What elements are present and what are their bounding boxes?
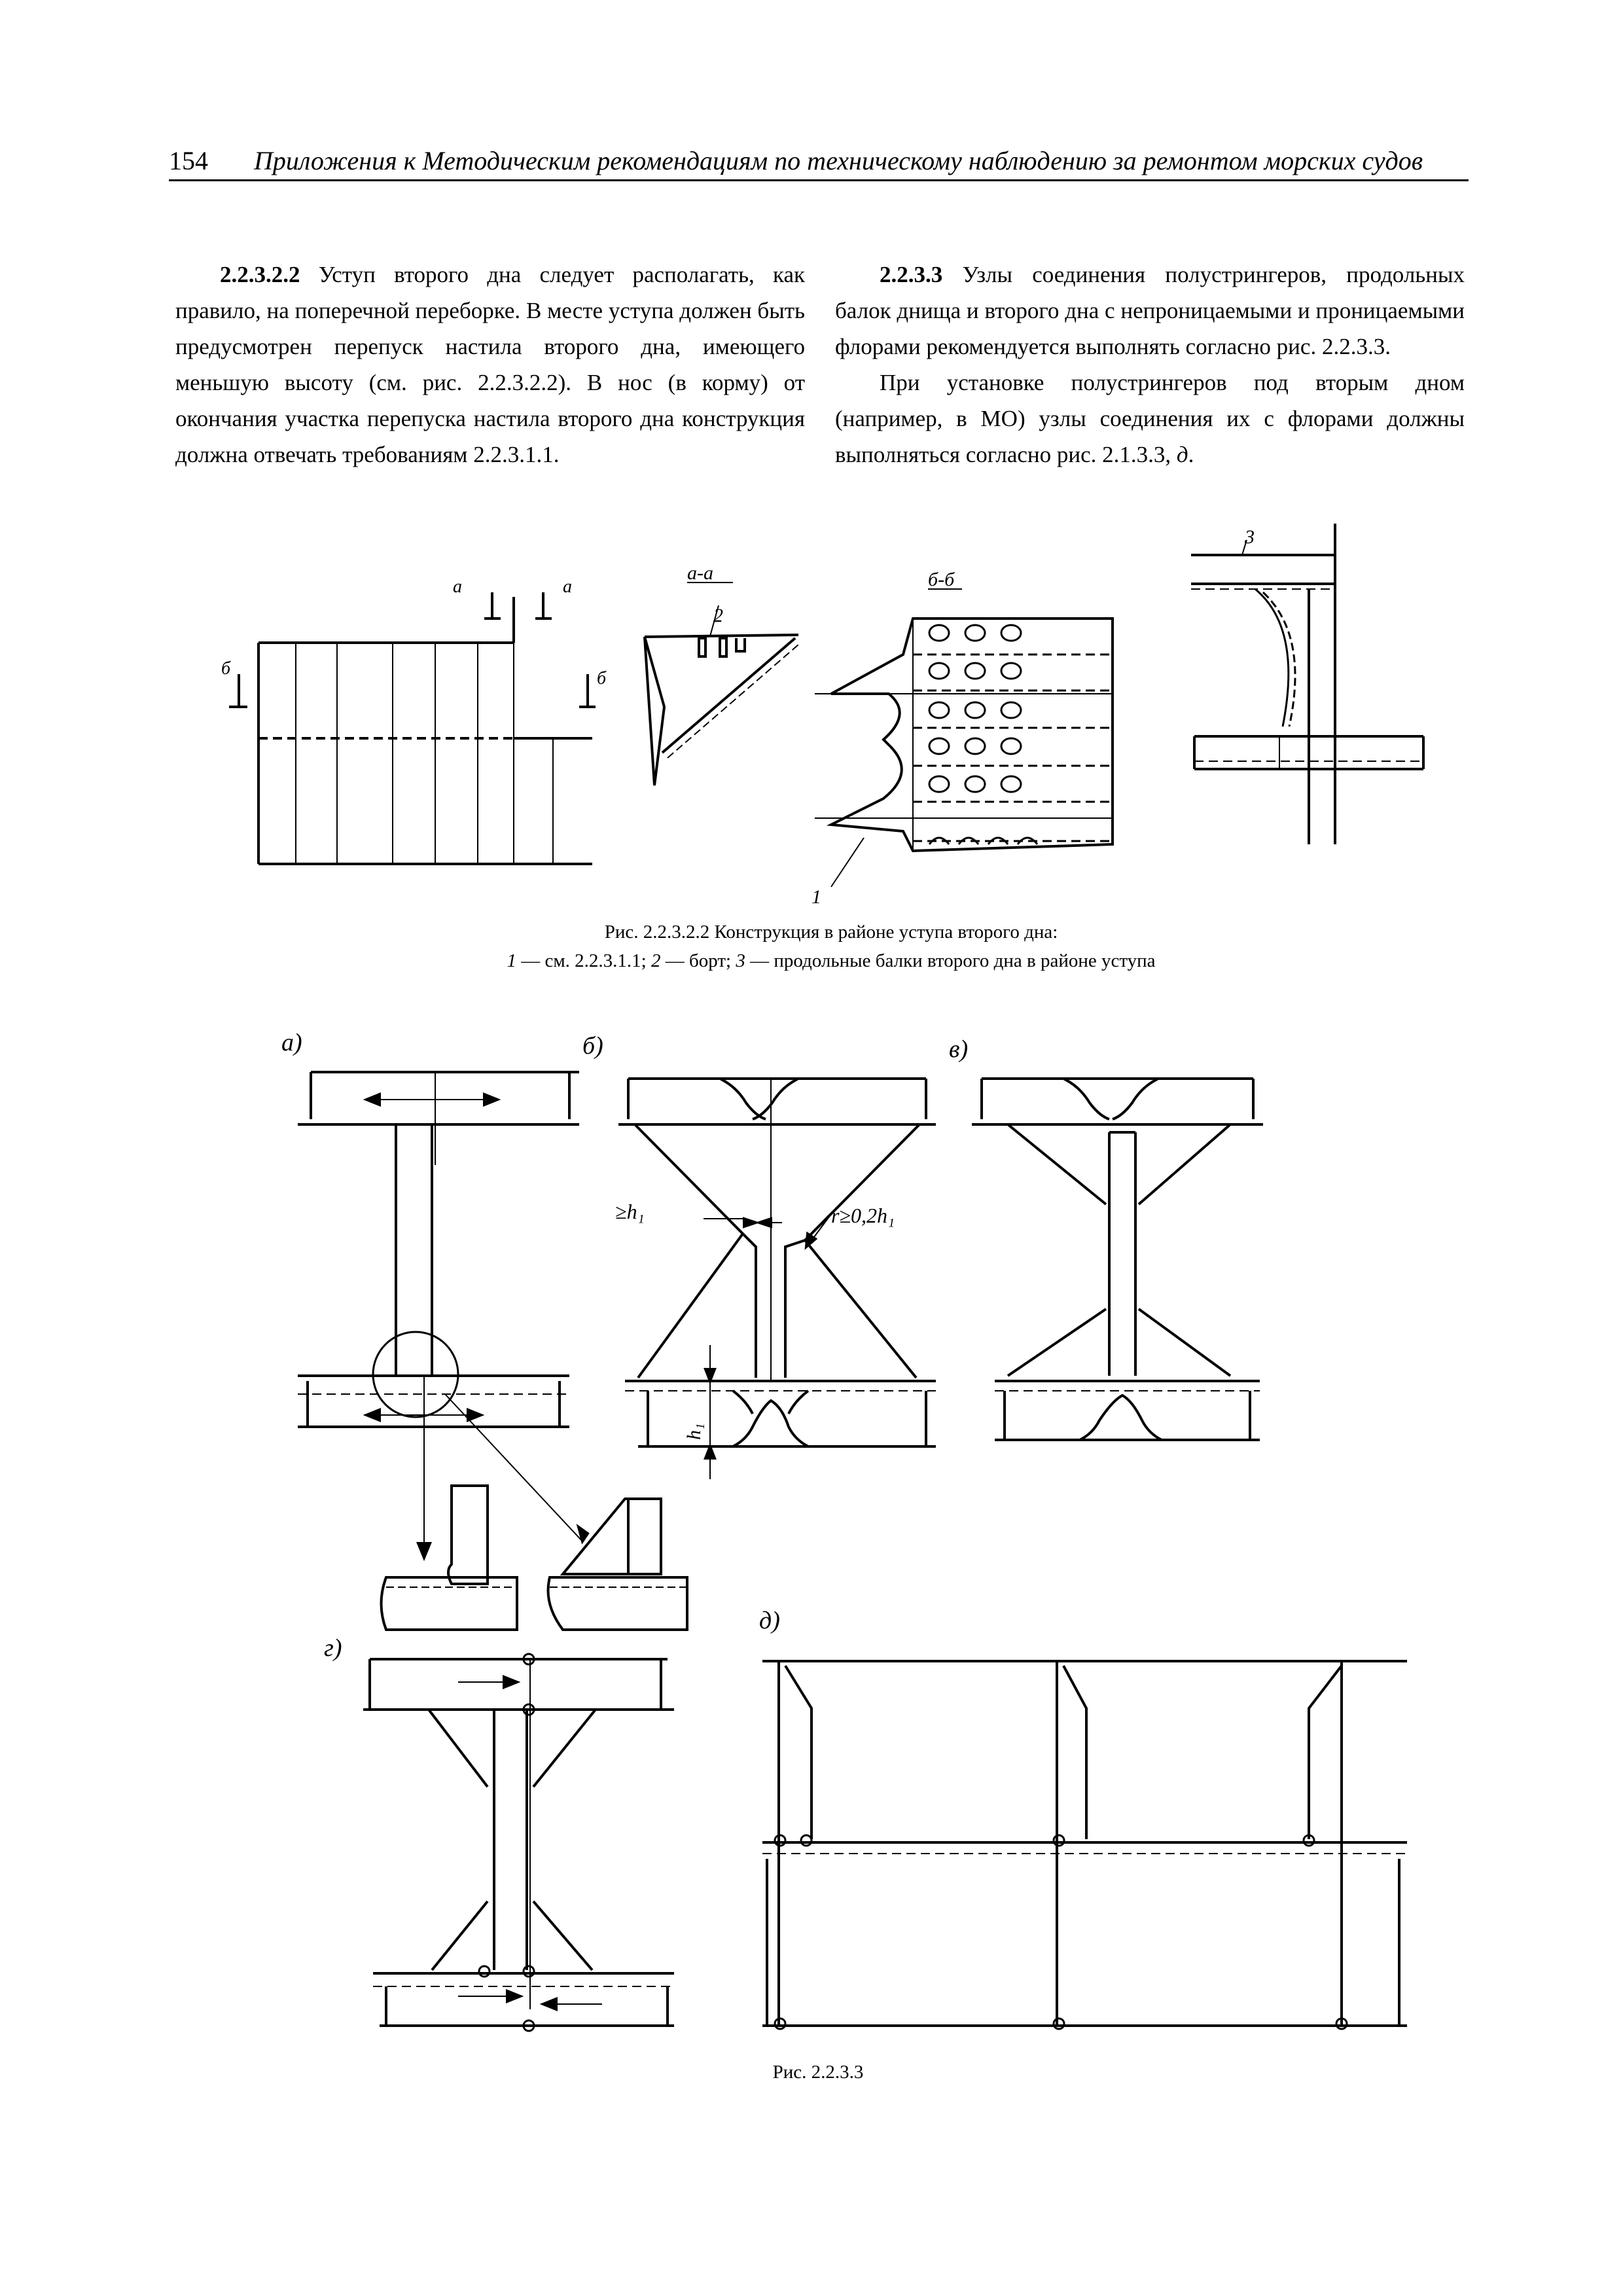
panel-label-b: б) — [582, 1032, 603, 1060]
paragraph-text: Узлы соединения полустрингеров, продольн… — [835, 262, 1465, 359]
dim-min-h1: ≥h₁ — [615, 1200, 645, 1223]
figure1-caption-line2: 1 — см. 2.2.3.1.1; 2 — борт; 3 — продоль… — [507, 950, 1156, 971]
fig1-plan-view — [229, 592, 596, 865]
panel-label-e: д) — [759, 1607, 780, 1634]
label-1: 1 — [812, 886, 821, 908]
fig2-panel-a — [298, 1071, 688, 1631]
label-section-bb: б-б — [928, 569, 955, 590]
running-title: Приложения к Методическим рекомендациям … — [254, 146, 1423, 175]
paragraph-2-2-3-3: 2.2.3.3 Узлы соединения полустрингеров, … — [835, 257, 1465, 365]
panel-label-g: г) — [324, 1634, 342, 1662]
paragraph-mo: При установке полустрингеров под вторым … — [835, 370, 1465, 467]
fig2-panel-b — [618, 1077, 936, 1479]
label-2: 2 — [713, 605, 723, 626]
dim-radius: r≥0,2h₁ — [831, 1204, 895, 1227]
label-3: 3 — [1244, 526, 1255, 548]
dim-h1-vertical: h₁ — [683, 1424, 705, 1440]
fig2-panel-e — [762, 1660, 1407, 2030]
fig1-section-aa — [643, 582, 799, 786]
label-a-right: а — [563, 577, 572, 597]
left-text-column: 2.2.3.2.2 Уступ второго дна следует расп… — [175, 257, 805, 473]
label-a-left: а — [453, 577, 462, 597]
clause-number: 2.2.3.3 — [880, 262, 943, 287]
fig2-panel-d — [363, 1653, 674, 2032]
paragraph-text: Уступ второго дна следует располагать, к… — [175, 262, 805, 467]
label-section-aa: а-а — [687, 562, 713, 584]
label-b-right: б — [597, 668, 607, 689]
label-b-left: б — [221, 658, 231, 679]
fig1-section-bb — [815, 588, 1114, 888]
page-header: 154 Приложения к Методическим рекомендац… — [169, 143, 1469, 181]
paragraph-2-2-3-2-2: 2.2.3.2.2 Уступ второго дна следует расп… — [175, 257, 805, 473]
page-number: 154 — [169, 146, 208, 175]
right-text-column: 2.2.3.3 Узлы соединения полустрингеров, … — [835, 257, 1465, 473]
fig2-panel-c — [972, 1077, 1263, 1441]
figure2-caption: Рис. 2.2.3.3 — [772, 2062, 864, 2083]
figure1-caption-line1: Рис. 2.2.3.2.2 Конструкция в районе усту… — [604, 922, 1058, 942]
panel-label-c: в) — [949, 1035, 968, 1063]
fig1-detail-3 — [1191, 524, 1425, 844]
clause-number: 2.2.3.2.2 — [220, 262, 300, 287]
panel-label-a: а) — [281, 1029, 302, 1056]
